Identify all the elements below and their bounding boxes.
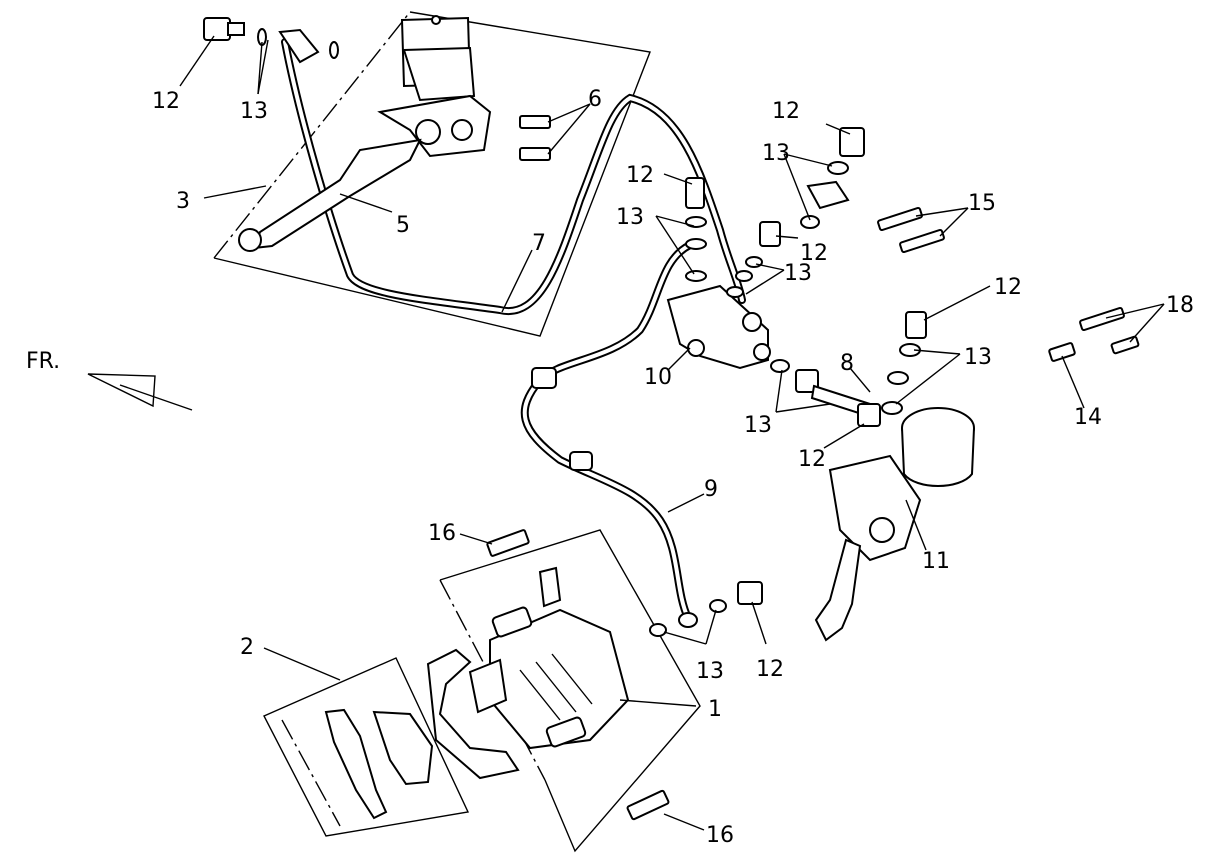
callout-13-top-left: 13	[240, 99, 268, 124]
lever-assembly-frame	[213, 11, 651, 337]
callout-16-top: 16	[428, 521, 456, 546]
callout-8: 8	[840, 351, 854, 376]
callout-12-top-left: 12	[152, 89, 180, 114]
callout-13-top: 13	[762, 141, 790, 166]
mounting-bolts-16	[486, 529, 670, 821]
hose-fitting-8	[770, 359, 881, 427]
callout-14: 14	[1074, 405, 1102, 430]
upper-right-fittings	[800, 127, 865, 229]
callout-12-fitting: 12	[798, 447, 826, 472]
callout-11: 11	[922, 549, 950, 574]
callout-13-middle: 13	[784, 261, 812, 286]
callout-13-fitting: 13	[744, 413, 772, 438]
callout-13-junction: 13	[616, 205, 644, 230]
rear-master-cylinder	[814, 311, 975, 642]
junction-block	[666, 177, 781, 370]
brake-lever	[238, 138, 422, 252]
top-banjo-bolt	[203, 17, 339, 64]
callout-9: 9	[704, 477, 718, 502]
caliper-bracket	[426, 648, 520, 780]
lever-bolts	[519, 115, 551, 161]
callout-13-right: 13	[964, 345, 992, 370]
callout-12-middle: 12	[800, 241, 828, 266]
handlebar-master-cylinder	[377, 15, 492, 158]
callout-6: 6	[588, 87, 602, 112]
caliper-banjo-bolt	[649, 581, 763, 637]
brake-pads	[324, 708, 434, 820]
pad-kit-frame	[263, 657, 470, 837]
callout-7: 7	[532, 231, 546, 256]
brake-caliper	[468, 566, 630, 750]
callout-18: 18	[1166, 293, 1194, 318]
bolts-14-18	[1048, 306, 1140, 362]
fr-label: FR.	[26, 349, 60, 374]
callout-15: 15	[968, 191, 996, 216]
upper-brake-hose	[281, 38, 746, 316]
callout-12-caliper: 12	[756, 657, 784, 682]
callout-2: 2	[240, 635, 254, 660]
long-bolts-15	[877, 206, 945, 254]
callout-5: 5	[396, 213, 410, 238]
callout-13-caliper: 13	[696, 659, 724, 684]
leader-lines	[179, 35, 1165, 831]
callout-10: 10	[644, 365, 672, 390]
callout-1: 1	[708, 697, 722, 722]
callout-12-right: 12	[994, 275, 1022, 300]
front-direction-arrow	[87, 373, 193, 411]
callout-3: 3	[176, 189, 190, 214]
callout-12-junction: 12	[626, 163, 654, 188]
callout-16-bottom: 16	[706, 823, 734, 848]
callout-12-top: 12	[772, 99, 800, 124]
lower-brake-hose	[520, 241, 694, 622]
